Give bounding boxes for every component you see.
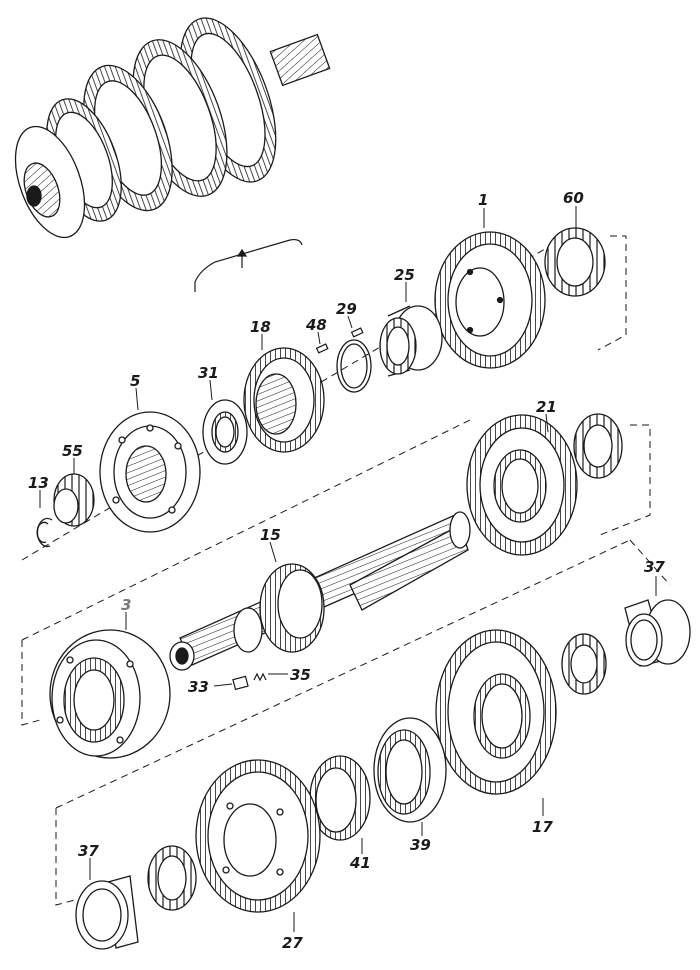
- label-31: 31: [198, 364, 219, 382]
- part-35-spring: [253, 672, 267, 682]
- part-37-bushing-lower: [75, 875, 139, 950]
- label-17: 17: [532, 818, 553, 836]
- needle-bearing-mid-right: [561, 633, 607, 695]
- assembled-shaft: [14, 17, 331, 239]
- part-39-synchro-sleeve: [373, 717, 447, 823]
- part-48-pin: [315, 327, 364, 354]
- label-33: 33: [188, 678, 209, 696]
- part-15-main-shaft: [169, 511, 471, 671]
- part-29-snap-ring: [336, 339, 372, 393]
- label-37-lower: 37: [78, 842, 99, 860]
- label-3: 3: [121, 596, 131, 614]
- part-5-clutch-hub: [99, 411, 201, 533]
- label-18: 18: [250, 318, 271, 336]
- label-15: 15: [260, 526, 281, 544]
- assembly-bracket: [194, 238, 303, 292]
- part-labels: 1 60 25 48 29 18 31 5 55 13 21 15 37 3 3…: [28, 189, 665, 952]
- part-31-friction-plate: [202, 399, 248, 465]
- label-leaders: [39, 206, 657, 932]
- part-33-detent-block: [232, 675, 249, 691]
- part-18-synchro-gear: [243, 347, 325, 453]
- part-17-gear: [435, 629, 557, 795]
- label-39: 39: [410, 836, 431, 854]
- label-13: 13: [28, 474, 49, 492]
- label-29: 29: [336, 300, 357, 318]
- part-1-gear: [434, 231, 546, 369]
- label-1: 1: [478, 191, 488, 209]
- label-37-upper: 37: [644, 558, 665, 576]
- part-21-gear: [466, 414, 578, 556]
- label-27: 27: [282, 934, 303, 952]
- label-55: 55: [62, 442, 83, 460]
- part-25-bushing: [379, 305, 443, 377]
- part-55-taper-bearing: [53, 473, 95, 527]
- label-25: 25: [394, 266, 415, 284]
- needle-bearing-lower: [147, 845, 197, 911]
- label-5: 5: [130, 372, 140, 390]
- part-60-needle-bearing: [544, 227, 606, 297]
- part-41-synchro-ring: [309, 755, 371, 841]
- part-27-gear: [195, 759, 321, 913]
- part-13-circlip: [36, 517, 53, 548]
- label-41: 41: [349, 854, 371, 872]
- leader-lines: [213, 673, 288, 687]
- part-3-clutch-assembly: [49, 629, 171, 759]
- label-35: 35: [290, 666, 311, 684]
- needle-bearing-upper-right: [573, 413, 623, 479]
- label-21: 21: [536, 398, 557, 416]
- part-37-bushing-upper: [624, 599, 691, 667]
- label-48: 48: [305, 316, 327, 334]
- label-60: 60: [563, 189, 584, 207]
